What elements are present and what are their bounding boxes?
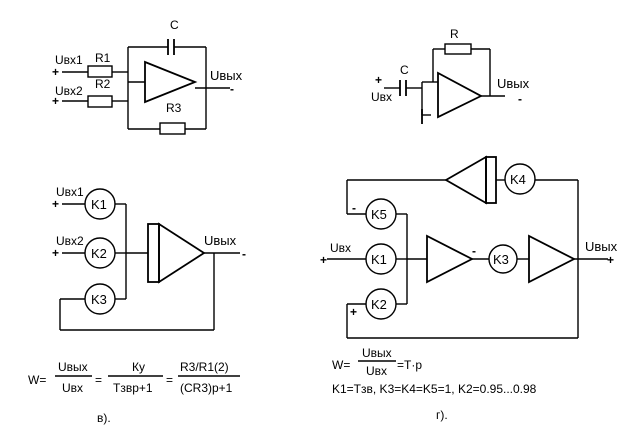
- input-label: Uвх: [371, 90, 392, 104]
- input-label: Uвх: [330, 241, 351, 255]
- integrator-bar: [147, 223, 160, 283]
- resistor-label: R: [450, 27, 459, 41]
- formula-numerator: Uвых: [362, 346, 392, 360]
- formula-denominator: Uвх: [366, 364, 387, 378]
- coefficient-values: K1=Тзв, K3=K4=K5=1, K2=0.95...0.98: [332, 382, 537, 396]
- input-plus-sign: +: [375, 73, 382, 87]
- input1-label: Uвх1: [56, 185, 84, 199]
- equals-1: =: [95, 373, 102, 387]
- feedback-resistor: [444, 43, 472, 55]
- k3-label: K3: [91, 292, 107, 307]
- r2-label: R2: [95, 77, 111, 91]
- k5-minus-sign: -: [352, 201, 356, 215]
- output-label: Uвых: [585, 239, 618, 254]
- integrator-triangle: [158, 222, 206, 284]
- opamp-triangle: [144, 60, 198, 104]
- k2-plus-sign: +: [350, 305, 357, 319]
- k5-label: K5: [371, 207, 387, 222]
- r2-resistor: [87, 95, 113, 108]
- formula-lhs: W=: [28, 373, 46, 387]
- model-g: K4 - K5 Uвх + K1 K2 + - K3 Uвых +: [320, 155, 618, 339]
- input2-label: Uвх2: [55, 84, 83, 98]
- formula-g: W= Uвых Uвх =T·p K1=Тзв, K3=K4=K5=1, K2=…: [332, 346, 537, 422]
- k4-label: K4: [510, 172, 526, 187]
- input1-plus-sign: +: [52, 65, 59, 79]
- opamp-triangle: [437, 71, 483, 119]
- frac2-numerator: Ку: [132, 360, 145, 374]
- output-label: Uвых: [210, 68, 243, 83]
- caption-v: в).: [97, 411, 111, 425]
- frac1-denominator: Uвх: [62, 381, 83, 395]
- feedback-integrator-triangle: [444, 155, 487, 205]
- amp1-minus-sign: -: [472, 244, 476, 258]
- capacitor-label: C: [170, 18, 179, 32]
- r3-resistor: [159, 122, 186, 135]
- output-minus-sign: -: [518, 92, 522, 106]
- feedback-integrator-bar: [485, 156, 497, 204]
- output-plus-sign: +: [607, 253, 614, 267]
- input1-label: Uвх1: [55, 53, 83, 67]
- output-minus-sign: -: [230, 82, 234, 96]
- input-plus-sign: +: [320, 253, 327, 267]
- k4-block: [504, 163, 536, 195]
- amp1-triangle: [426, 234, 474, 284]
- output-label: Uвых: [204, 233, 237, 248]
- formula-rhs: =T·p: [397, 358, 422, 372]
- r1-label: R1: [95, 51, 111, 65]
- k2-label: K2: [91, 246, 107, 261]
- output-label: Uвых: [497, 76, 530, 91]
- equals-2: =: [166, 373, 173, 387]
- k1-label: K1: [91, 197, 107, 212]
- frac3-numerator: R3/R1(2): [180, 360, 229, 374]
- formula-v: W= Uвых Uвх = Ку Тзвр+1 = R3/R1(2) (CR3)…: [28, 360, 240, 425]
- frac1-numerator: Uвых: [58, 360, 88, 374]
- k3-label: K3: [493, 252, 509, 267]
- circuit-differentiator: R C + Uвх Uвых -: [371, 27, 530, 124]
- r3-label: R3: [166, 101, 182, 115]
- caption-g: г).: [436, 408, 448, 422]
- input2-label: Uвх2: [56, 234, 84, 248]
- capacitor-label: C: [400, 63, 409, 77]
- frac3-denominator: (CR3)p+1: [180, 381, 233, 395]
- input2-plus-sign: +: [52, 246, 59, 260]
- model-v: Uвх1 + K1 Uвх2 + K2 K3 Uвых -: [52, 185, 246, 331]
- input2-plus-sign: +: [52, 94, 59, 108]
- frac2-denominator: Тзвр+1: [113, 381, 153, 395]
- r1-resistor: [87, 65, 113, 78]
- output-minus-sign: -: [242, 247, 246, 261]
- k1-label: K1: [371, 252, 387, 267]
- circuit-summing-amplifier: Uвх1 R1 + Uвх2 R2 + Uвых - C R3: [52, 18, 243, 135]
- input1-plus-sign: +: [52, 197, 59, 211]
- formula-lhs: W=: [332, 358, 350, 372]
- k2-label: K2: [371, 297, 387, 312]
- amp2-triangle: [528, 234, 576, 284]
